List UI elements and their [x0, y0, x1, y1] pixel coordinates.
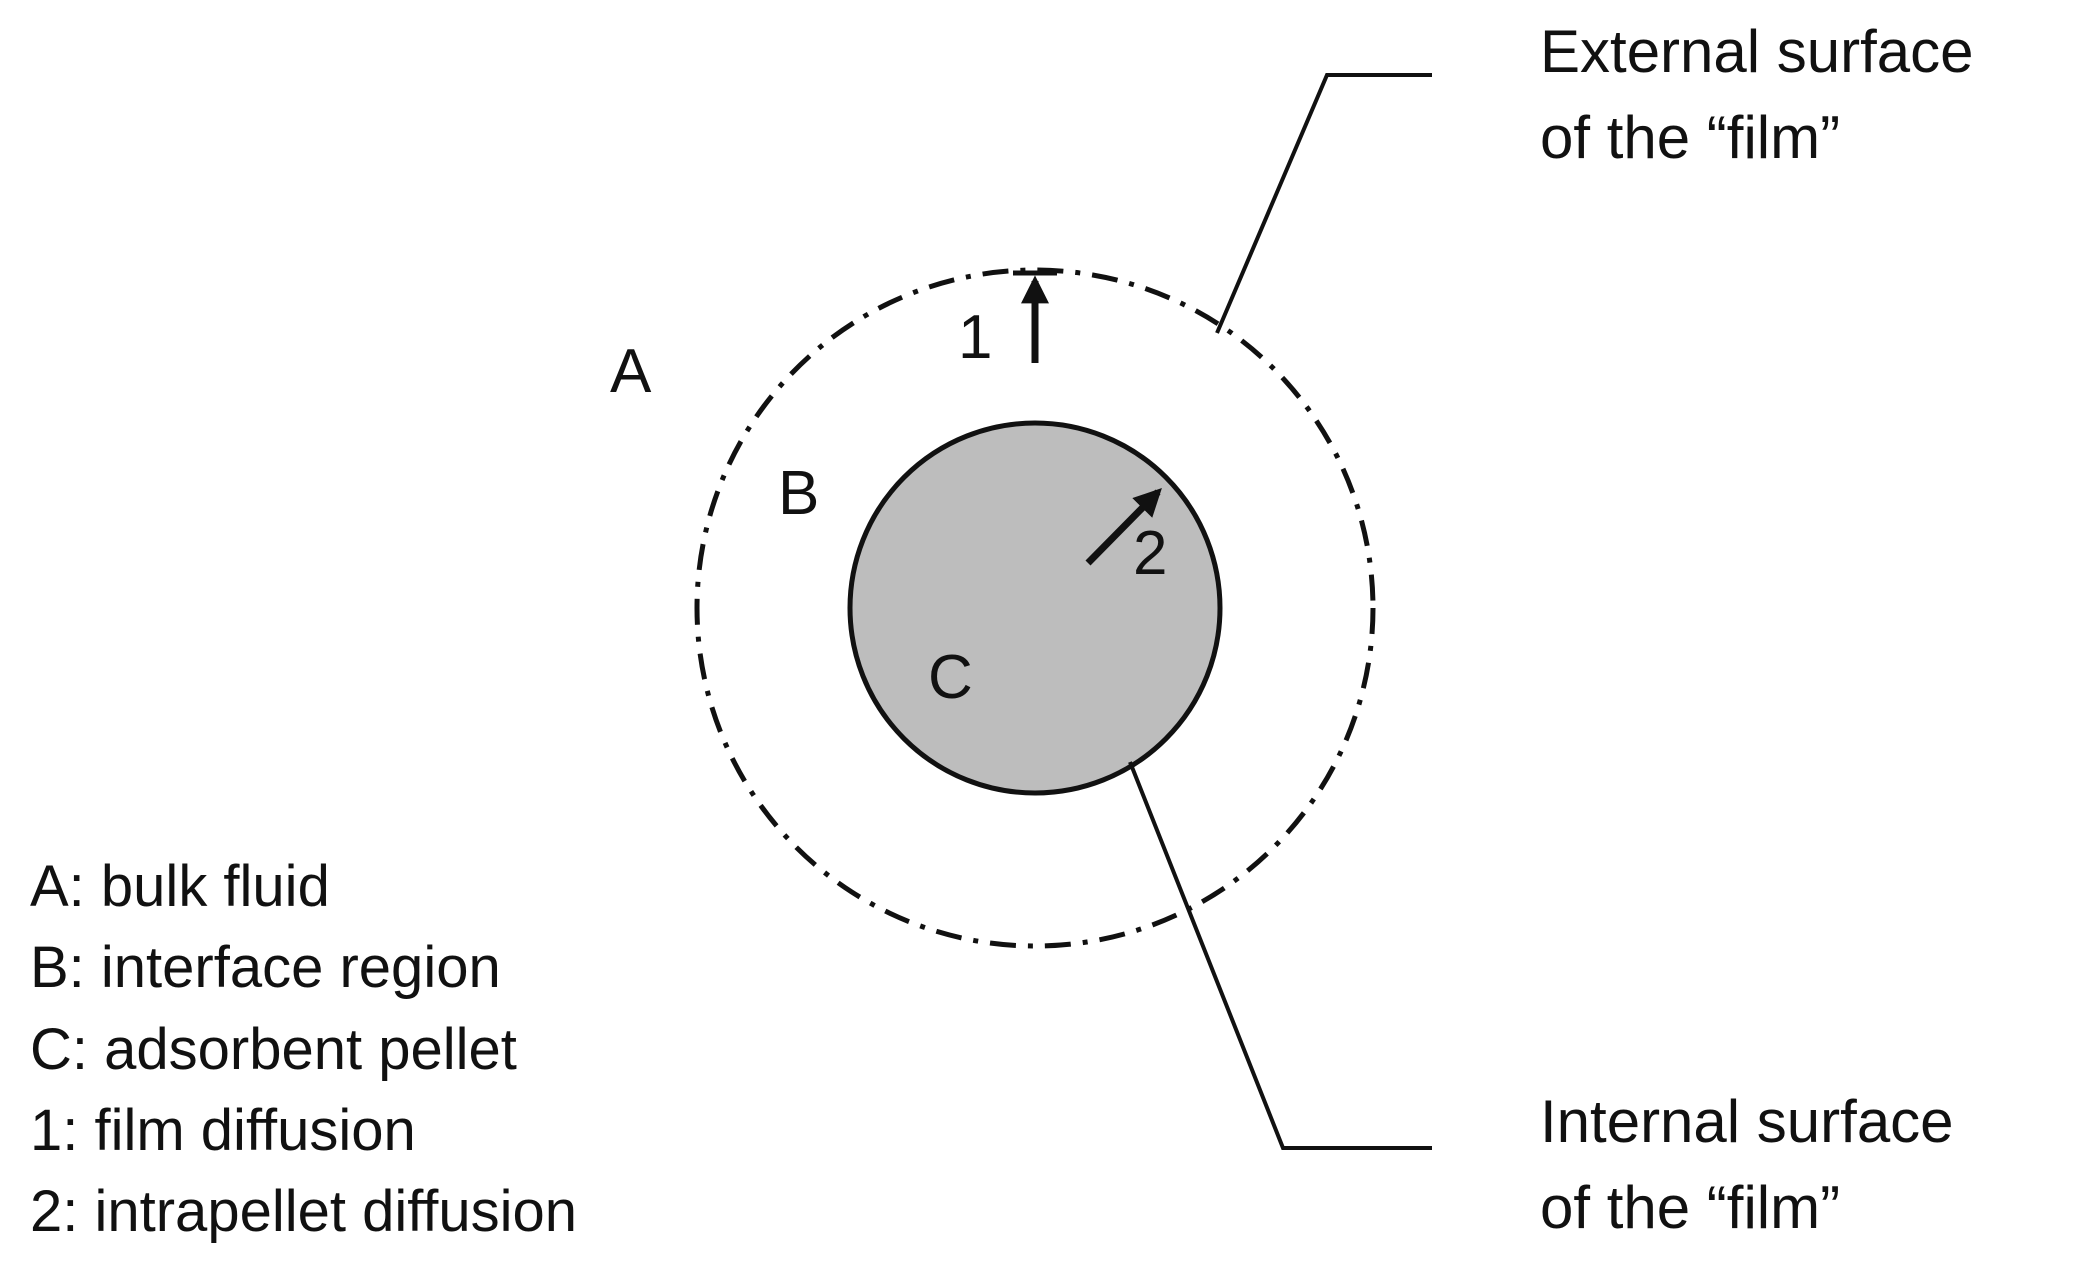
legend-item-film-diffusion: 1: film diffusion — [30, 1098, 416, 1163]
external-surface-label-line-1: External surface — [1540, 18, 1974, 85]
film-diffusion-arrow-label: 1 — [958, 303, 992, 372]
intrapellet-diffusion-arrow — [1085, 488, 1162, 566]
legend: A: bulk fluid B: interface region C: ads… — [30, 854, 577, 1244]
internal-surface-leader-line — [1128, 761, 1432, 1150]
intrapellet-diffusion-arrow-label: 2 — [1133, 519, 1167, 588]
external-surface-label-line-2: of the “film” — [1540, 104, 1840, 171]
legend-item-interface-region: B: interface region — [30, 935, 501, 1000]
region-label-b: B — [778, 459, 819, 528]
region-label-a: A — [610, 337, 652, 406]
legend-item-adsorbent-pellet: C: adsorbent pellet — [30, 1017, 517, 1082]
internal-surface-label-line-1: Internal surface — [1540, 1088, 1954, 1155]
internal-surface-label-line-2: of the “film” — [1540, 1174, 1840, 1241]
region-label-c: C — [928, 643, 973, 712]
film-external-boundary — [694, 267, 1376, 949]
adsorbent-pellet — [847, 420, 1223, 796]
legend-item-bulk-fluid: A: bulk fluid — [30, 854, 330, 919]
legend-item-intrapellet-diffusion: 2: intrapellet diffusion — [30, 1179, 577, 1244]
external-surface-leader-line — [1215, 73, 1432, 334]
